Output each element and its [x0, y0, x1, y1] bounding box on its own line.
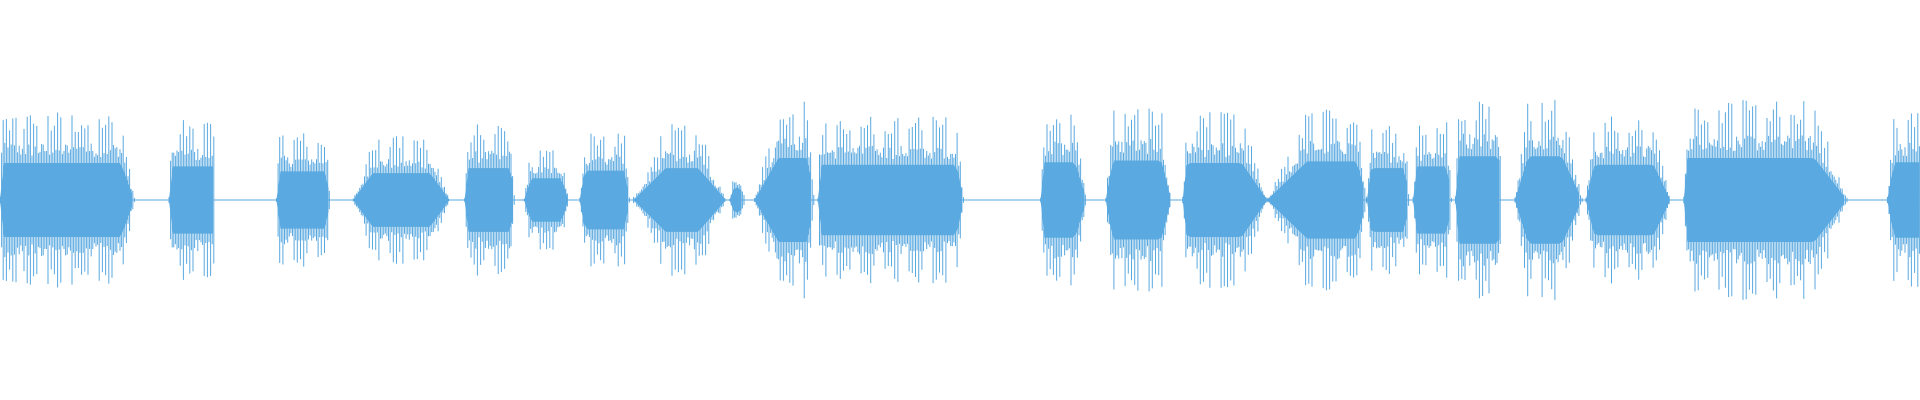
waveform-body	[579, 170, 628, 230]
waveform-body	[1413, 166, 1450, 234]
waveform-body	[1514, 156, 1579, 244]
waveform-body	[353, 173, 450, 227]
waveform-body	[633, 168, 726, 232]
waveform-body	[729, 187, 742, 213]
waveform-body	[1585, 164, 1670, 236]
waveform-body	[1887, 162, 1920, 238]
waveform-body	[1040, 162, 1085, 238]
waveform-body	[1683, 158, 1844, 242]
waveform-body	[1105, 160, 1170, 240]
waveform-body	[276, 171, 329, 229]
waveform-body	[464, 168, 513, 232]
waveform-body	[0, 163, 132, 237]
waveform-body	[1367, 168, 1407, 232]
waveform-body	[1267, 161, 1364, 239]
waveform-bars	[0, 99, 1920, 301]
waveform-body	[754, 158, 811, 242]
waveform-body	[817, 164, 962, 236]
waveform-body	[1182, 163, 1267, 237]
waveform-body	[524, 178, 569, 222]
waveform-body	[169, 166, 213, 234]
waveform-body	[1455, 156, 1500, 244]
